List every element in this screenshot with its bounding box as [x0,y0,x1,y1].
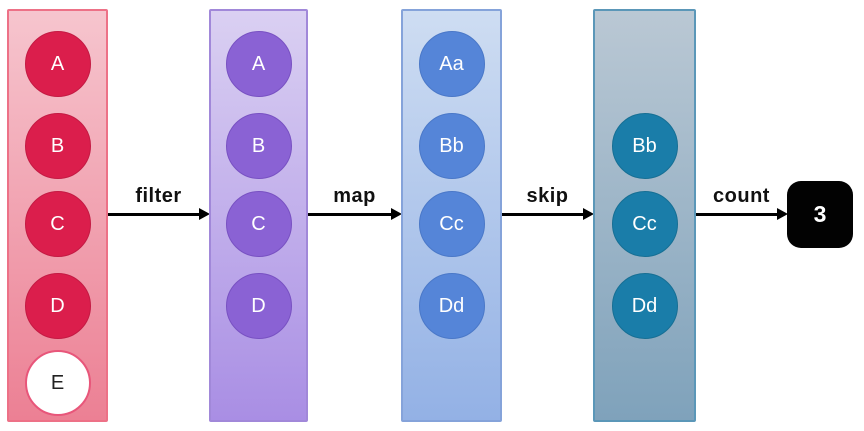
stream-element-circle: D [225,273,292,339]
stream-element-label: A [251,53,266,75]
stream-element-label: Bb [632,135,657,157]
stream-element-circle: C [225,191,292,257]
stream-element-circle: Cc [418,191,485,257]
arrow-head-icon [777,208,788,220]
stream-element-circle-filtered-out: E [24,350,91,416]
stream-element-label: C [251,213,266,235]
stage-column-after-filter: A B C D [209,9,308,422]
arrow-line [502,213,584,216]
stream-element-label: Cc [439,213,464,235]
stream-element-label: A [50,53,65,75]
stream-element-circle: Aa [418,31,485,97]
stage-column-after-map: Aa Bb Cc Dd [401,9,502,422]
stream-element-circle: Dd [611,273,678,339]
result-box: 3 [787,181,853,248]
stream-element-circle: Cc [611,191,678,257]
stream-element-label: D [251,295,266,317]
stream-element-circle: Bb [611,113,678,179]
stream-element-circle: A [24,31,91,97]
arrow-head-icon [583,208,594,220]
stream-element-circle: B [24,113,91,179]
operation-label: skip [526,185,569,207]
arrow-head-icon [391,208,402,220]
stream-element-circle: C [24,191,91,257]
stream-element-circle: A [225,31,292,97]
operation-label: filter [135,185,182,207]
stream-element-circle: D [24,273,91,339]
arrow-line [308,213,392,216]
arrow-line [696,213,778,216]
stream-element-label: D [50,295,65,317]
stream-element-label: B [251,135,266,157]
stream-element-circle: Bb [418,113,485,179]
stream-element-label: Cc [632,213,657,235]
stage-column-source: A B C D E [7,9,108,422]
stage-column-after-skip: Bb Cc Dd [593,9,696,422]
arrow-head-icon [199,208,210,220]
operation-label: count [713,185,770,207]
result-value: 3 [813,201,827,227]
stream-element-label: Dd [438,295,465,317]
stream-element-label: Aa [439,53,464,75]
stream-element-label: C [50,213,65,235]
stream-element-label: Bb [439,135,464,157]
stream-element-label: E [50,372,65,394]
stream-element-circle: Dd [418,273,485,339]
arrow-line [108,213,200,216]
stream-element-label: Dd [631,295,658,317]
stream-element-label: B [50,135,65,157]
stream-element-circle: B [225,113,292,179]
operation-label: map [333,185,376,207]
